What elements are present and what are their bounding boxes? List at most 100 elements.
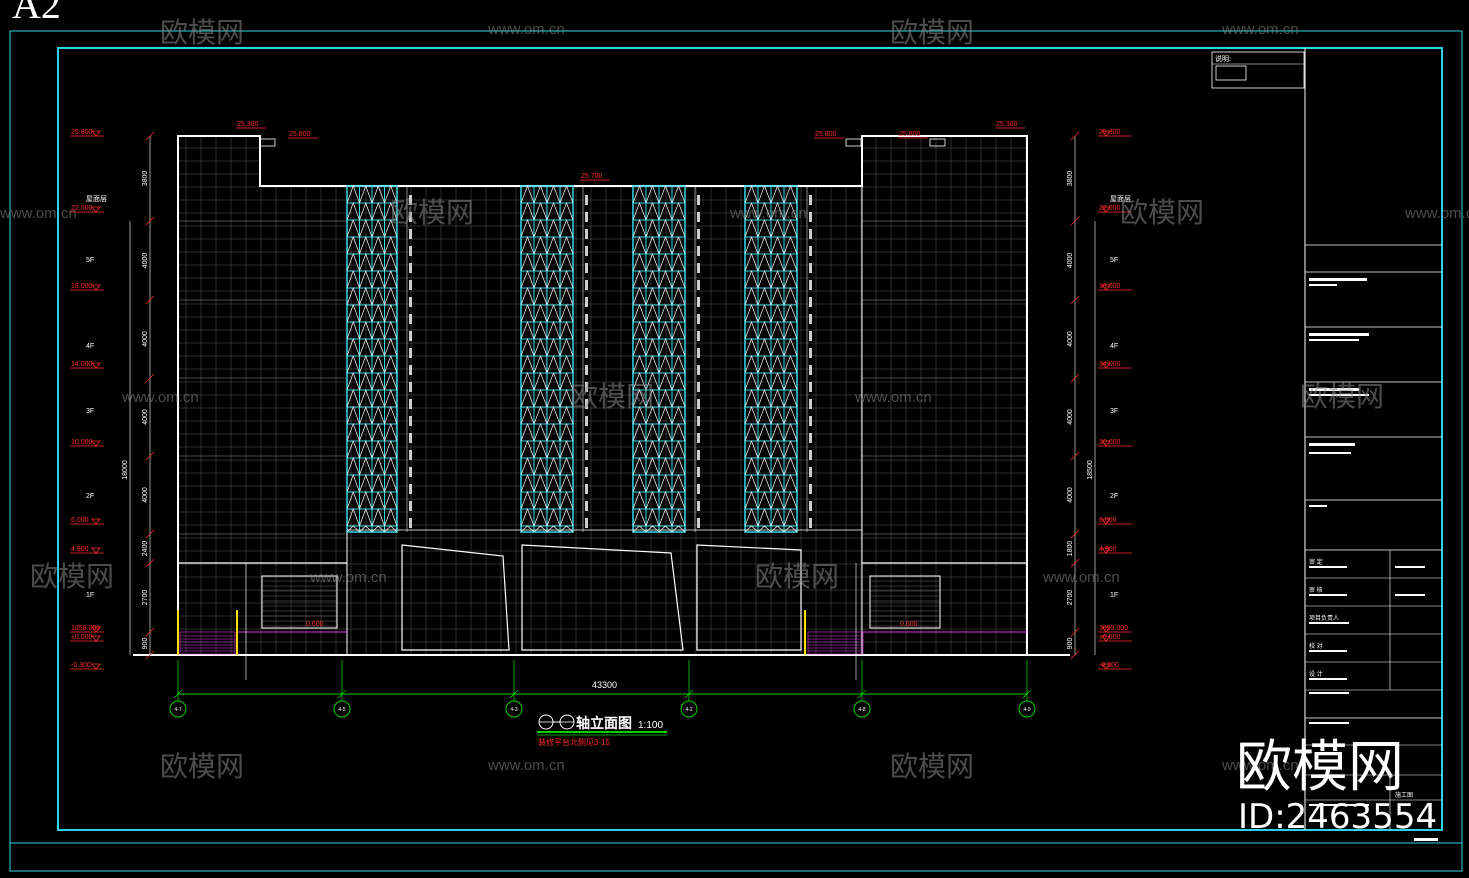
strip-dim-text <box>697 450 700 460</box>
glass-pane-pattern <box>658 457 673 476</box>
dim-tick <box>145 529 155 539</box>
glass-pane-pattern <box>658 508 673 527</box>
glass-pane-pattern <box>770 321 785 340</box>
level-label-right: 14.000 <box>1099 361 1121 368</box>
glass-pane-pattern <box>757 287 772 306</box>
brand-id: ID:2463554 <box>1238 797 1437 837</box>
glass-pane-pattern <box>371 439 385 459</box>
glass-pane-pattern <box>371 354 385 374</box>
glass-pane-pattern <box>645 304 660 323</box>
inner-sheet-border <box>57 47 1443 831</box>
level-markers: 25.80022.00018.00014.00010.0006.0004.900… <box>70 121 1132 670</box>
glass-pane-pattern <box>533 423 548 442</box>
glass-pane-pattern <box>658 287 673 306</box>
glass-pane-pattern <box>658 372 673 391</box>
glass-pane-pattern <box>744 270 759 289</box>
strip-dim-text <box>585 229 588 239</box>
title-block: 说明: 审 定 审 核 项目负责人 校 对 设 计 施工图 <box>1211 48 1442 841</box>
strip-dim-text <box>809 246 812 256</box>
glass-pane-pattern <box>346 184 360 204</box>
strip-dim-text <box>409 433 412 443</box>
glass-pane-pattern <box>658 321 673 340</box>
dim-label-right: 4000 <box>1067 253 1074 269</box>
glass-pane-pattern <box>658 304 673 323</box>
strip-dim-text <box>585 399 588 409</box>
glass-pane-pattern <box>533 525 548 533</box>
glass-pane-pattern <box>371 201 385 221</box>
small-level-left: 0.600 <box>306 621 324 628</box>
glass-pane-pattern <box>359 201 373 221</box>
glass-pane-pattern <box>559 440 574 459</box>
tb-drawing-no: 施工图 <box>1395 791 1413 799</box>
glass-pane-pattern <box>658 355 673 374</box>
strip-dim-text <box>697 382 700 392</box>
strip-dim-text <box>809 450 812 460</box>
watermark-url: www.om.cn <box>487 757 565 774</box>
level-label-right: 1059.000 <box>1099 625 1128 632</box>
strip-dim-text <box>585 246 588 256</box>
glass-pane-pattern <box>671 372 686 391</box>
glass-pane-pattern <box>770 253 785 272</box>
dim-tick <box>145 295 155 305</box>
glass-pane-pattern <box>645 525 660 533</box>
strip-dim-text <box>409 484 412 494</box>
glass-pane-pattern <box>744 474 759 493</box>
drawing-title-name: 轴立面图 <box>576 715 632 731</box>
glass-pane-pattern <box>346 456 360 476</box>
glass-pane-pattern <box>533 287 548 306</box>
glass-pane-pattern <box>546 219 561 238</box>
glass-pane-pattern <box>520 202 535 221</box>
watermark-brand: 欧模网 <box>890 750 974 783</box>
glass-pane-pattern <box>658 236 673 255</box>
level-label-right: 22.000 <box>1099 205 1121 212</box>
glass-pane-pattern <box>757 270 772 289</box>
strip-dim-text <box>585 297 588 307</box>
glass-pane-pattern <box>671 321 686 340</box>
glass-pane-pattern <box>520 253 535 272</box>
strip-dim-text <box>809 484 812 494</box>
glass-pane-pattern <box>559 253 574 272</box>
glass-pane-pattern <box>645 491 660 510</box>
glass-pane-pattern <box>757 440 772 459</box>
dim-label-left: 4000 <box>142 331 149 347</box>
glass-pane-pattern <box>671 457 686 476</box>
glass-pane-pattern <box>559 321 574 340</box>
glass-pane-pattern <box>645 287 660 306</box>
glass-pane-pattern <box>671 440 686 459</box>
glass-pane-pattern <box>384 388 398 408</box>
glass-pane-pattern <box>757 423 772 442</box>
drawing-note: 装修平台北侧见3-15 <box>538 737 611 747</box>
glass-pane-pattern <box>533 474 548 493</box>
dim-tick <box>145 373 155 383</box>
glass-pane-pattern <box>346 320 360 340</box>
strip-dim-text <box>409 518 412 528</box>
glass-pane-pattern <box>559 287 574 306</box>
glass-pane-pattern <box>645 457 660 476</box>
strip-dim-text <box>809 195 812 205</box>
level-label-right: 6.000 <box>1099 517 1117 524</box>
dim-label-right: 1800 <box>1067 541 1074 557</box>
strip-dim-text <box>585 416 588 426</box>
drawing-title: 轴立面图 1:100 装修平台北侧见3-15 <box>537 714 667 747</box>
axis-bubble <box>680 700 698 718</box>
glass-pane-pattern <box>645 253 660 272</box>
level-symbol <box>1101 130 1111 137</box>
strip-dim-text <box>585 195 588 205</box>
glass-pane-pattern <box>783 321 798 340</box>
glass-pane-pattern <box>559 423 574 442</box>
glass-pane-pattern <box>346 269 360 289</box>
glass-pane-pattern <box>359 320 373 340</box>
glass-pane-pattern <box>359 218 373 238</box>
glass-pane-pattern <box>546 321 561 340</box>
glass-pane-pattern <box>783 253 798 272</box>
glass-pane-pattern <box>744 321 759 340</box>
glass-pane-pattern <box>559 508 574 527</box>
glass-pane-pattern <box>384 490 398 510</box>
axis-label: 4-8 <box>858 707 865 713</box>
dim-tick <box>1070 131 1080 141</box>
strip-dim-text <box>409 382 412 392</box>
dim-label-left: 2400 <box>142 541 149 557</box>
overall-dimension: 43300 <box>592 680 617 690</box>
floor-label-left: 5F <box>86 257 94 264</box>
